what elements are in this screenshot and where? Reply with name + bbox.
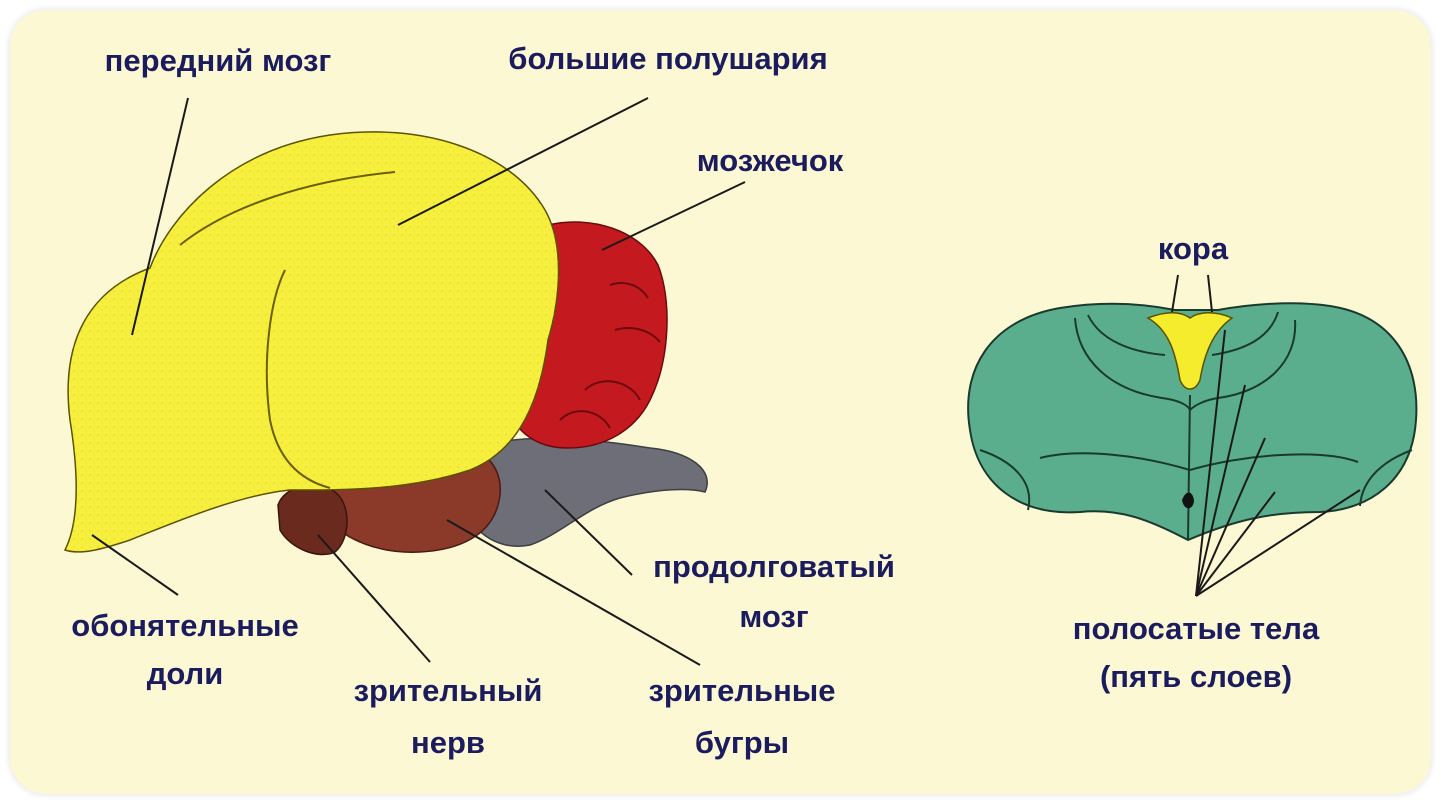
label-optic-nerve-2: нерв — [411, 722, 485, 764]
label-medulla-2: мозг — [739, 596, 808, 638]
label-olfactory-lobes-1: обонятельные — [71, 605, 298, 647]
label-striatum-2: (пять слоев) — [1100, 656, 1292, 698]
label-cerebellum: мозжечок — [697, 140, 844, 182]
label-striatum-1: полосатые тела — [1073, 608, 1319, 650]
label-olfactory-lobes-2: доли — [147, 653, 224, 695]
label-hemispheres: большие полушария — [508, 38, 827, 80]
label-optic-nerve-1: зрительный — [354, 670, 543, 712]
label-medulla-1: продолговатый — [653, 546, 895, 588]
optic-nerve-shape — [278, 486, 347, 555]
label-optic-lobes-2: бугры — [695, 722, 789, 764]
label-optic-lobes-1: зрительные — [648, 670, 835, 712]
label-forebrain: передний мозг — [105, 40, 332, 82]
label-cortex: кора — [1158, 228, 1228, 270]
